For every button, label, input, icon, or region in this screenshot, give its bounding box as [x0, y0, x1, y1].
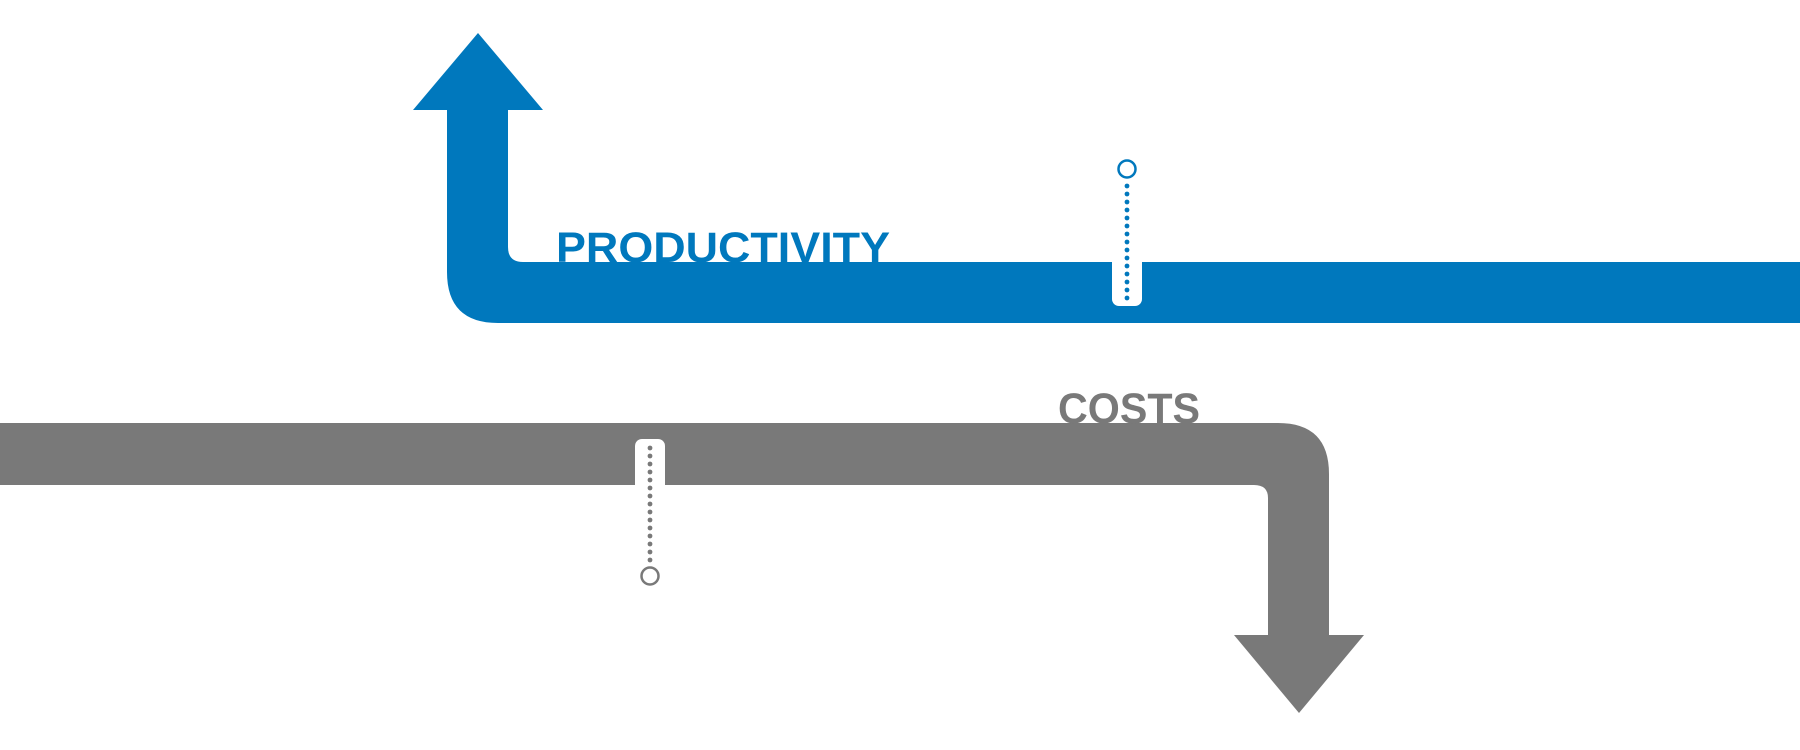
- costs-marker: [635, 439, 665, 586]
- productivity-marker-slot: [1112, 250, 1142, 306]
- productivity-marker: [1112, 159, 1142, 306]
- productivity-arrow: [413, 33, 1800, 323]
- productivity-arrow-head: [413, 33, 543, 110]
- productivity-arrow-body: [447, 110, 1800, 323]
- costs-marker-dots: [647, 445, 653, 563]
- productivity-marker-ring-icon: [1117, 159, 1137, 179]
- costs-marker-slot: [635, 439, 665, 495]
- productivity-marker-dots: [1124, 183, 1130, 301]
- costs-arrow-head: [1234, 635, 1364, 713]
- costs-arrow-body: [0, 423, 1329, 635]
- costs-label: COSTS: [1058, 385, 1200, 433]
- costs-arrow: [0, 423, 1364, 713]
- productivity-label: PRODUCTIVITY: [556, 224, 890, 272]
- costs-marker-ring-icon: [640, 566, 660, 586]
